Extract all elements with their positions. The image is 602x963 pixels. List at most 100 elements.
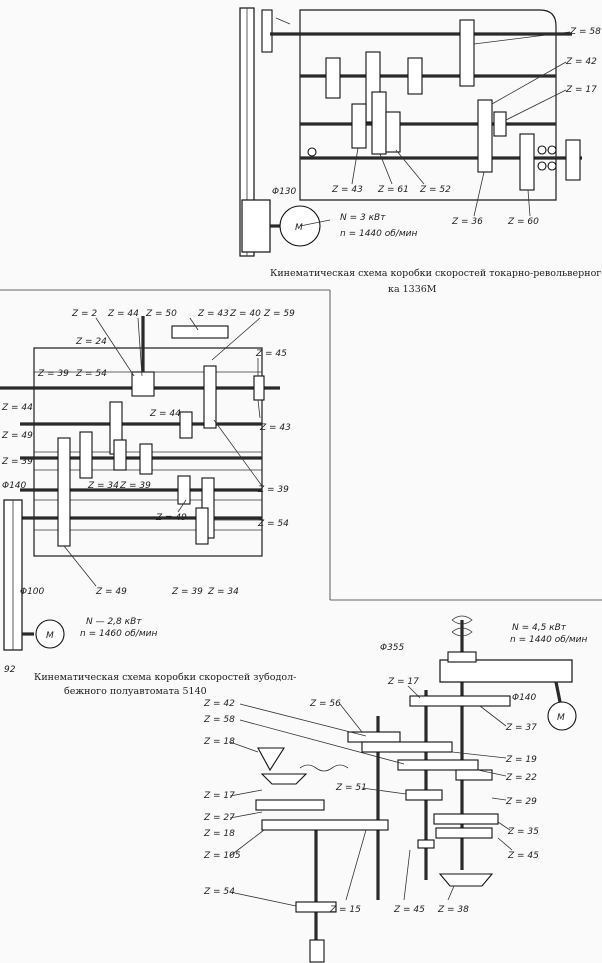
motor-icon (35, 619, 65, 649)
gear (397, 759, 479, 771)
gear-label: Z = 39 (257, 485, 289, 495)
gear (477, 99, 493, 173)
gear-label: Z = 43 (197, 309, 229, 319)
leader-line (479, 705, 507, 727)
gear-label: Z = 49 (155, 513, 187, 523)
gear-label: Z = 17 (203, 791, 235, 801)
gear (203, 365, 217, 429)
gear-label: Z = 58 (203, 715, 235, 725)
gear-label: Z = 18 (203, 737, 235, 747)
pulley-label: Φ130 (272, 187, 297, 197)
gear (139, 443, 153, 475)
motor-shaft (554, 681, 562, 703)
scheme-3-labels: Z = 17 Z = 37 Z = 42 Z = 56 Z = 58 Z = 1… (203, 623, 587, 915)
gear-label: Z = 44 (149, 409, 181, 419)
gear-label: Z = 56 (309, 699, 341, 709)
leader-line (379, 153, 393, 185)
gear-label: Z = 44 (1, 403, 33, 413)
leader-line (239, 719, 405, 765)
gear-label: Z = 17 (565, 85, 597, 95)
pulley-label: Φ100 (20, 587, 45, 597)
worm-gear (131, 371, 155, 397)
gear-label: Z = 17 (387, 677, 419, 687)
motor-symbol: M (295, 223, 303, 233)
leader-line (229, 789, 263, 797)
motor-speed: n = 1460 об/мин (80, 629, 157, 639)
gear-label: Z = 39 (119, 481, 151, 491)
leader-line (213, 419, 263, 487)
scheme-caption: ка 1336М (388, 284, 437, 295)
gear-label: Z = 54 (75, 369, 107, 379)
gear-label: Z = 43 (259, 423, 291, 433)
motor-icon (547, 701, 577, 731)
leader-line (63, 545, 97, 587)
leader-line (339, 703, 363, 733)
gear (361, 741, 453, 753)
leader-line (229, 741, 259, 753)
leader-line (395, 149, 425, 185)
spindle-nose (565, 139, 581, 181)
scheme-2-diagram (0, 316, 280, 651)
gear (459, 19, 475, 87)
leader-line (229, 811, 263, 819)
leader-line (473, 171, 485, 217)
pulley-label: Φ355 (380, 643, 405, 653)
leader-line (229, 891, 297, 907)
gear-label: Z = 44 (107, 309, 139, 319)
gear (405, 789, 443, 801)
scheme-caption: Кинематическая схема коробки скоростей т… (270, 268, 602, 279)
leader-line (451, 751, 507, 759)
gear-label: Z = 59 (263, 309, 295, 319)
leader-line (403, 849, 411, 901)
gear (295, 901, 337, 913)
leader-line (407, 685, 421, 699)
gear-label: Z = 36 (451, 217, 483, 227)
leader-line (299, 219, 331, 227)
leader-line (361, 787, 407, 795)
motor-symbol: M (557, 713, 565, 723)
leader-line (229, 829, 265, 857)
gear-label: Z = 45 (393, 905, 425, 915)
gear-label: Z = 52 (419, 185, 451, 195)
gear (455, 769, 493, 781)
bevel-gear (257, 747, 286, 772)
bearing-icon (537, 161, 547, 171)
gear (435, 827, 493, 839)
gear-label: Z = 58 (569, 27, 601, 37)
scheme-2-labels: Z = 2 Z = 44 Z = 50 Z = 43 Z = 40 Z = 59… (1, 309, 296, 697)
gear (433, 813, 499, 825)
leader-line (351, 147, 359, 185)
motor-symbol: M (46, 631, 54, 641)
leader-line (211, 317, 261, 361)
bearing-icon (547, 145, 557, 155)
leader-line (473, 31, 571, 45)
leader-line (505, 89, 567, 121)
motor-power: N — 2,8 кВт (86, 617, 142, 627)
leader-line (345, 829, 367, 901)
pulley-label: Φ140 (2, 481, 27, 491)
bearing-icon (547, 161, 557, 171)
pulley-label: Φ140 (512, 693, 537, 703)
motor-power: N = 4,5 кВт (512, 623, 567, 633)
gear-label: Z = 18 (203, 829, 235, 839)
gear-label: Z = 45 (255, 349, 287, 359)
gear-label: Z = 34 (87, 481, 119, 491)
gear (493, 111, 507, 137)
gear-label: Z = 61 (377, 185, 409, 195)
leader-line (527, 189, 531, 217)
gear-label: Z = 2 (71, 309, 97, 319)
input-pulley (261, 9, 273, 53)
bearing-icon (537, 145, 547, 155)
scheme-caption: Кинематическая схема коробки скоростей з… (34, 672, 296, 683)
belt-drive (439, 659, 573, 683)
gear-label: Z = 15 (329, 905, 361, 915)
leader-line (239, 703, 367, 737)
bevel-gear (438, 873, 494, 887)
gear (371, 91, 387, 155)
leader-line (189, 317, 199, 331)
gear-label: Z = 29 (505, 797, 537, 807)
gear (57, 437, 71, 547)
gear (325, 57, 341, 99)
gear-label: Z = 39 (1, 457, 33, 467)
